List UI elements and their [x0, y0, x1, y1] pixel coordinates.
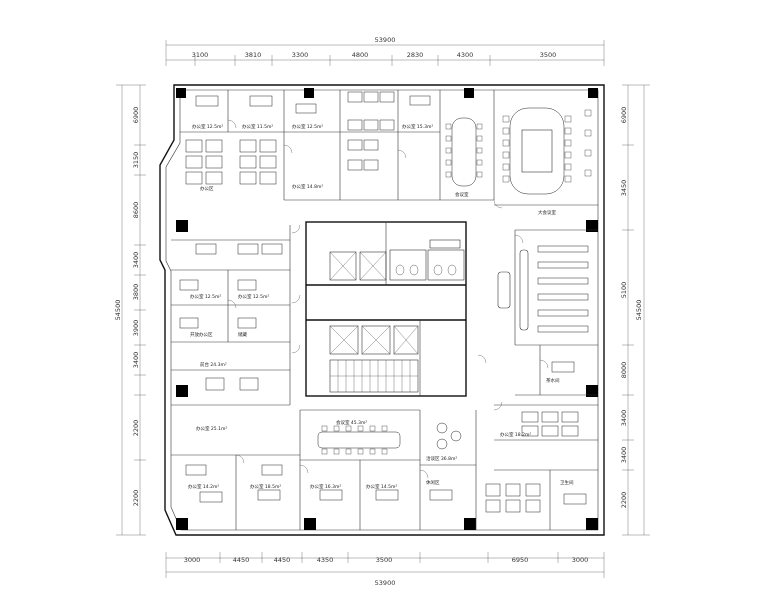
column	[176, 220, 188, 232]
room-label: 办公室 12.5m²	[192, 123, 223, 130]
top-rooms: 办公室 12.5m² 办公室 11.5m² 办公室 12.5m² 办公区 会议室…	[180, 90, 598, 216]
right-area: 茶水间 办公室 18.2m² 卫生间	[485, 229, 598, 530]
dimension-right: 54500 6900 3450 5100 8000 3400 3400 2200	[620, 84, 650, 536]
dim-top-seg: 3100	[192, 51, 209, 59]
dim-left-total: 54500	[114, 300, 122, 321]
dim-left-seg: 8600	[132, 202, 140, 219]
dim-left-seg: 2200	[132, 490, 140, 507]
dim-top-seg: 2830	[407, 51, 424, 59]
dim-bottom-seg: 3000	[184, 556, 201, 564]
room-label: 休闲区	[426, 479, 440, 486]
column	[464, 518, 476, 530]
dim-left-seg: 6900	[132, 107, 140, 124]
column	[588, 88, 598, 98]
room-label: 办公室 14.5m²	[366, 483, 397, 490]
elevator-lower	[329, 325, 419, 355]
dim-top-total: 53900	[375, 36, 396, 44]
column	[586, 385, 598, 397]
dim-bottom-seg: 6950	[512, 556, 529, 564]
dim-bottom-seg: 4350	[317, 556, 334, 564]
dim-bottom-seg: 3500	[376, 556, 393, 564]
room-label: 办公室 25.1m²	[196, 425, 227, 432]
dim-left-seg: 3400	[132, 252, 140, 269]
dim-right-seg: 5100	[620, 282, 628, 299]
building-outline	[159, 84, 605, 536]
dim-right-seg: 3450	[620, 180, 628, 197]
room-label: 办公室 16.3m²	[310, 483, 341, 490]
room-label: 会议室	[455, 191, 469, 198]
dim-top-seg: 3300	[292, 51, 309, 59]
room-label: 办公室 18.5m²	[250, 483, 281, 490]
dim-bottom-seg: 3000	[572, 556, 589, 564]
room-label: 办公室 12.5m²	[190, 293, 221, 300]
column	[176, 518, 188, 530]
room-label: 洽谈区 36.8m²	[426, 455, 457, 462]
dim-bottom-total: 53900	[375, 579, 396, 587]
dim-left-seg: 3400	[132, 352, 140, 369]
dim-left-seg: 3800	[132, 284, 140, 301]
dim-top-seg: 4800	[352, 51, 369, 59]
room-label: 会议室 45.3m²	[336, 419, 367, 426]
doors	[227, 119, 549, 479]
dim-top-seg: 4300	[457, 51, 474, 59]
dim-top-seg: 3500	[540, 51, 557, 59]
central-core	[305, 221, 467, 397]
dim-right-seg: 3400	[620, 410, 628, 427]
column	[176, 385, 188, 397]
room-label: 办公室 15.3m²	[402, 123, 433, 130]
dim-right-total: 54500	[635, 300, 643, 321]
room-label: 办公室 12.5m²	[238, 293, 269, 300]
restroom-fixtures	[389, 239, 465, 281]
room-label: 办公室 14.8m²	[292, 183, 323, 190]
column	[304, 518, 316, 530]
room-label: 办公室 12.5m²	[292, 123, 323, 130]
structural-columns	[176, 88, 598, 530]
dimension-left: 54500 6900 3150 8600 3400 3800 3900 3400…	[114, 84, 146, 536]
dim-right-seg: 8000	[620, 362, 628, 379]
dim-bottom-seg: 4450	[233, 556, 250, 564]
stairs	[329, 359, 419, 393]
column	[586, 220, 598, 232]
room-label: 茶水间	[546, 377, 560, 384]
room-label: 办公室 14.2m²	[188, 483, 219, 490]
room-label: 办公室 11.5m²	[242, 123, 273, 130]
dim-top-seg: 3810	[245, 51, 262, 59]
left-rooms: 办公室 12.5m² 办公室 12.5m² 开放办公区 储藏 前台 24.3m²	[171, 225, 291, 406]
column	[176, 88, 186, 98]
bottom-rooms: 办公室 25.1m² 会议室 45.3m² 洽谈区 36.8m² 办公室 14.…	[171, 409, 477, 530]
room-label: 前台 24.3m²	[200, 361, 227, 368]
column	[304, 88, 314, 98]
dim-left-seg: 3150	[132, 152, 140, 169]
column	[586, 518, 598, 530]
room-label: 开放办公区	[190, 331, 213, 338]
dim-right-seg: 2200	[620, 492, 628, 509]
dim-left-seg: 2200	[132, 420, 140, 437]
room-label: 卫生间	[560, 479, 574, 486]
column	[464, 88, 474, 98]
dim-left-seg: 3900	[132, 320, 140, 337]
dim-right-seg: 6900	[620, 107, 628, 124]
room-label: 办公区	[200, 185, 214, 192]
room-label: 办公室 18.2m²	[500, 431, 531, 438]
room-label: 储藏	[238, 331, 247, 338]
room-label: 大会议室	[538, 209, 556, 216]
workstations-top-left	[185, 139, 277, 185]
dimension-top: 53900 3100 3810 3300 4800 2830 4300 3500	[165, 36, 605, 66]
dimension-bottom: 3000 4450 4450 4350 3500 6950 3000 53900	[165, 552, 605, 587]
dim-bottom-seg: 4450	[274, 556, 291, 564]
elevator-upper	[329, 251, 387, 281]
dim-right-seg: 3400	[620, 447, 628, 464]
